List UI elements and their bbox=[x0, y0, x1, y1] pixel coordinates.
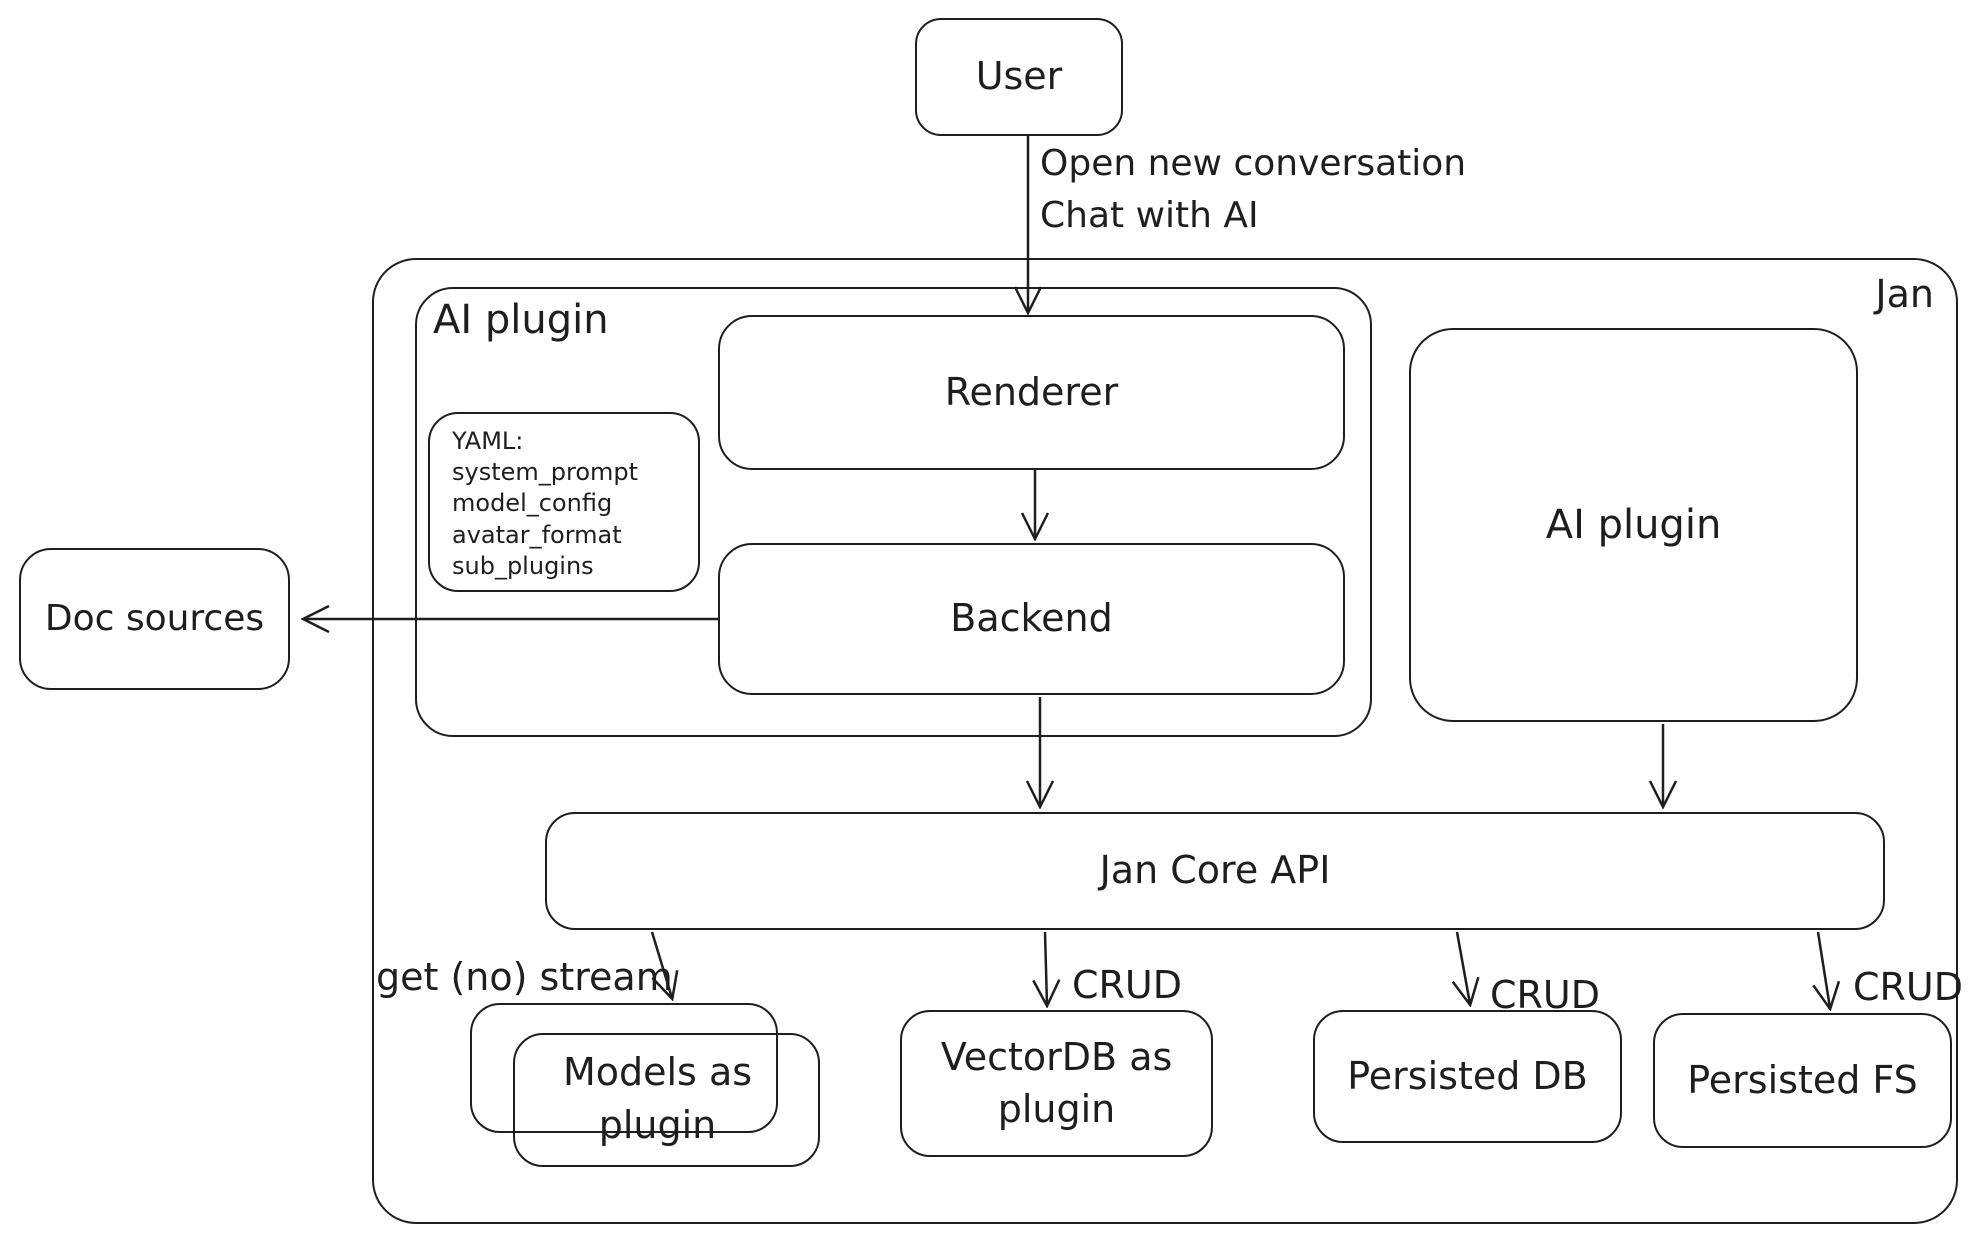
edge-models-label: get (no) stream bbox=[376, 955, 673, 999]
models-front-box bbox=[513, 1033, 820, 1167]
persisted-db-label: Persisted DB bbox=[1347, 1053, 1588, 1098]
edge-persisteddb-label: CRUD bbox=[1490, 973, 1601, 1017]
yaml-note: YAML: system_prompt model_config avatar_… bbox=[428, 412, 700, 592]
vectordb-label: VectorDB as plugin bbox=[940, 1035, 1173, 1131]
models-label: Models as plugin bbox=[562, 1050, 753, 1148]
user-label: User bbox=[975, 54, 1063, 99]
backend-node: Backend bbox=[718, 543, 1345, 695]
edge-user-label: Open new conversation Chat with AI bbox=[1040, 143, 1467, 237]
ai-plugin-right-node: AI plugin bbox=[1409, 328, 1858, 722]
doc-sources-label: Doc sources bbox=[44, 597, 265, 639]
yaml-note-text: YAML: system_prompt model_config avatar_… bbox=[452, 427, 639, 580]
edge-vectordb-label: CRUD bbox=[1072, 963, 1183, 1007]
ai-plugin-container: AI plugin bbox=[415, 287, 1372, 737]
persisted-fs-label: Persisted FS bbox=[1687, 1057, 1918, 1102]
jan-container: Jan bbox=[372, 258, 1958, 1224]
ai-plugin-right-label: AI plugin bbox=[1545, 502, 1722, 548]
renderer-label: Renderer bbox=[944, 369, 1119, 414]
jan-core-api-node: Jan Core API bbox=[545, 812, 1885, 930]
persisted-db-node: Persisted DB bbox=[1313, 1010, 1622, 1143]
jan-label: Jan bbox=[1875, 272, 1934, 316]
vectordb-node: VectorDB as plugin bbox=[900, 1010, 1213, 1157]
doc-sources-node: Doc sources bbox=[19, 548, 290, 690]
jan-core-api-label: Jan Core API bbox=[1099, 848, 1331, 893]
user-node: User bbox=[915, 18, 1123, 136]
persisted-fs-node: Persisted FS bbox=[1653, 1013, 1952, 1148]
backend-label: Backend bbox=[950, 596, 1113, 641]
ai-plugin-container-label: AI plugin bbox=[433, 297, 609, 343]
renderer-node: Renderer bbox=[718, 315, 1345, 470]
models-back-box bbox=[470, 1003, 778, 1133]
edge-persistedfs-label: CRUD bbox=[1853, 965, 1964, 1009]
